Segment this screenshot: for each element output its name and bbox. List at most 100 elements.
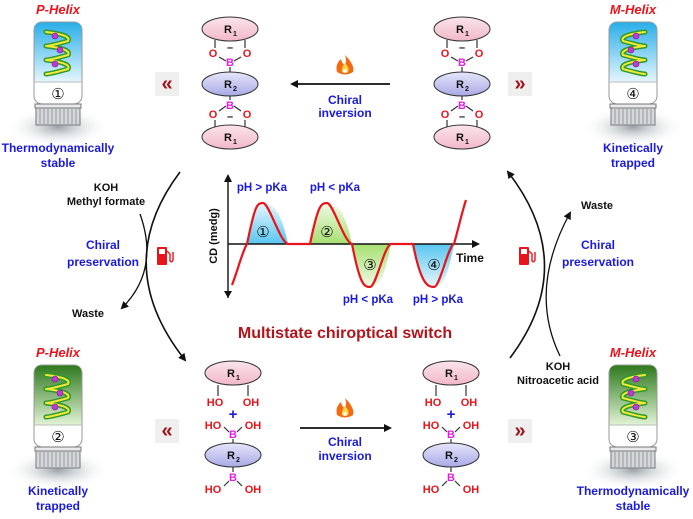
boron: B	[458, 57, 466, 69]
helix-icon	[620, 29, 648, 77]
svg-text:inversion: inversion	[318, 449, 371, 463]
svg-text:KOH: KOH	[546, 361, 571, 373]
substituent-label: R	[456, 79, 464, 91]
right-preservation-label: Chiral preservation	[562, 238, 634, 269]
vial-shadow	[581, 450, 685, 490]
flame-icon	[336, 55, 354, 75]
substituent-ellipse	[201, 124, 259, 150]
hydroxyl: OH	[461, 397, 478, 409]
chevron-right-icon: »	[514, 73, 525, 95]
vial-shadow	[581, 107, 685, 147]
ph-condition-label: pH > pKa	[237, 182, 288, 194]
nav-left-button[interactable]: «	[155, 72, 179, 96]
svg-text:Chiral: Chiral	[86, 238, 120, 252]
svg-text:Chiral: Chiral	[581, 238, 615, 252]
helix-label: M-Helix	[610, 345, 657, 360]
chevron-left-icon: «	[161, 73, 172, 95]
boron: B	[229, 472, 237, 484]
svg-text:Chiral: Chiral	[328, 93, 362, 107]
nav-right-button[interactable]: »	[508, 419, 532, 443]
cd-band-4	[413, 244, 454, 287]
left-reagents: KOH Methyl formate	[67, 182, 145, 208]
cd-band-2	[310, 203, 352, 244]
right-reagents: KOH Nitroacetic acid	[517, 361, 599, 387]
oxygen: O	[243, 48, 252, 60]
plus-sign: +	[447, 406, 456, 423]
boron: B	[229, 429, 237, 441]
flame-icon	[336, 398, 354, 418]
right-cycle-arrow	[506, 170, 546, 359]
substituent-subscript: 2	[465, 86, 469, 93]
boron: B	[226, 57, 234, 69]
negative-charge: –	[459, 42, 465, 54]
hydroxyl: OH	[243, 397, 260, 409]
helix-label: P-Helix	[36, 2, 81, 17]
svg-text:KOH: KOH	[94, 182, 119, 194]
nav-right-button[interactable]: »	[508, 72, 532, 96]
oxygen: O	[243, 109, 252, 121]
vial-shadow	[6, 450, 110, 490]
cd-curve	[230, 199, 468, 289]
helix-label: P-Helix	[36, 345, 81, 360]
oxygen: O	[441, 48, 450, 60]
negative-charge: –	[227, 111, 233, 123]
vial-shadow	[6, 107, 110, 147]
state-number: ②	[51, 429, 64, 446]
ph-condition-label: pH < pKa	[310, 182, 361, 194]
svg-text:inversion: inversion	[318, 106, 371, 120]
substituent-label: R	[445, 368, 453, 380]
bottom-inversion-label: Chiral inversion	[318, 435, 371, 463]
cd-state-label: ①	[256, 224, 269, 241]
left-waste: Waste	[72, 308, 104, 320]
substituent-subscript: 1	[233, 139, 237, 146]
substituent-label: R	[227, 368, 235, 380]
vial-status-line2: trapped	[611, 156, 655, 170]
vial-status-line1: Kinetically	[28, 484, 88, 498]
cd-band-3	[352, 244, 391, 287]
svg-text:preservation: preservation	[562, 255, 634, 269]
hydroxyl: OH	[245, 484, 262, 496]
substituent-subscript: 1	[454, 375, 458, 382]
left-preservation-label: Chiral preservation	[67, 238, 139, 269]
hydroxyl: HO	[425, 397, 442, 409]
cd-state-label: ②	[320, 224, 333, 241]
state-number: ①	[51, 86, 64, 103]
oxygen: O	[475, 109, 484, 121]
hydroxyl: HO	[205, 484, 222, 496]
oxygen: O	[441, 109, 450, 121]
substituent-label: R	[224, 132, 232, 144]
svg-text:preservation: preservation	[67, 255, 139, 269]
vial-status-line1: Thermodynamically	[577, 484, 690, 498]
helix-icon	[43, 372, 71, 420]
boron: B	[226, 100, 234, 112]
hydroxyl: HO	[205, 420, 222, 432]
hydroxyl: HO	[423, 420, 440, 432]
vial-status-line1: Kinetically	[603, 141, 663, 155]
state-number: ③	[626, 429, 639, 446]
substituent-subscript: 1	[233, 31, 237, 38]
svg-text:Methyl formate: Methyl formate	[67, 196, 145, 208]
substituent-label: R	[456, 132, 464, 144]
left-cycle-arrow	[145, 171, 187, 362]
boron: B	[458, 100, 466, 112]
ph-condition-label: pH > pKa	[413, 294, 464, 306]
oxygen: O	[209, 48, 218, 60]
oxygen: O	[475, 48, 484, 60]
nav-left-button[interactable]: «	[155, 419, 179, 443]
cd-state-label: ④	[427, 257, 440, 274]
substituent-label: R	[456, 24, 464, 36]
state-number: ④	[626, 86, 639, 103]
substituent-label: R	[224, 79, 232, 91]
cd-state-label: ③	[363, 257, 376, 274]
x-axis-label: Time	[456, 251, 484, 265]
plus-sign: +	[229, 406, 238, 423]
negative-charge: –	[459, 111, 465, 123]
substituent-ellipse	[422, 360, 480, 386]
